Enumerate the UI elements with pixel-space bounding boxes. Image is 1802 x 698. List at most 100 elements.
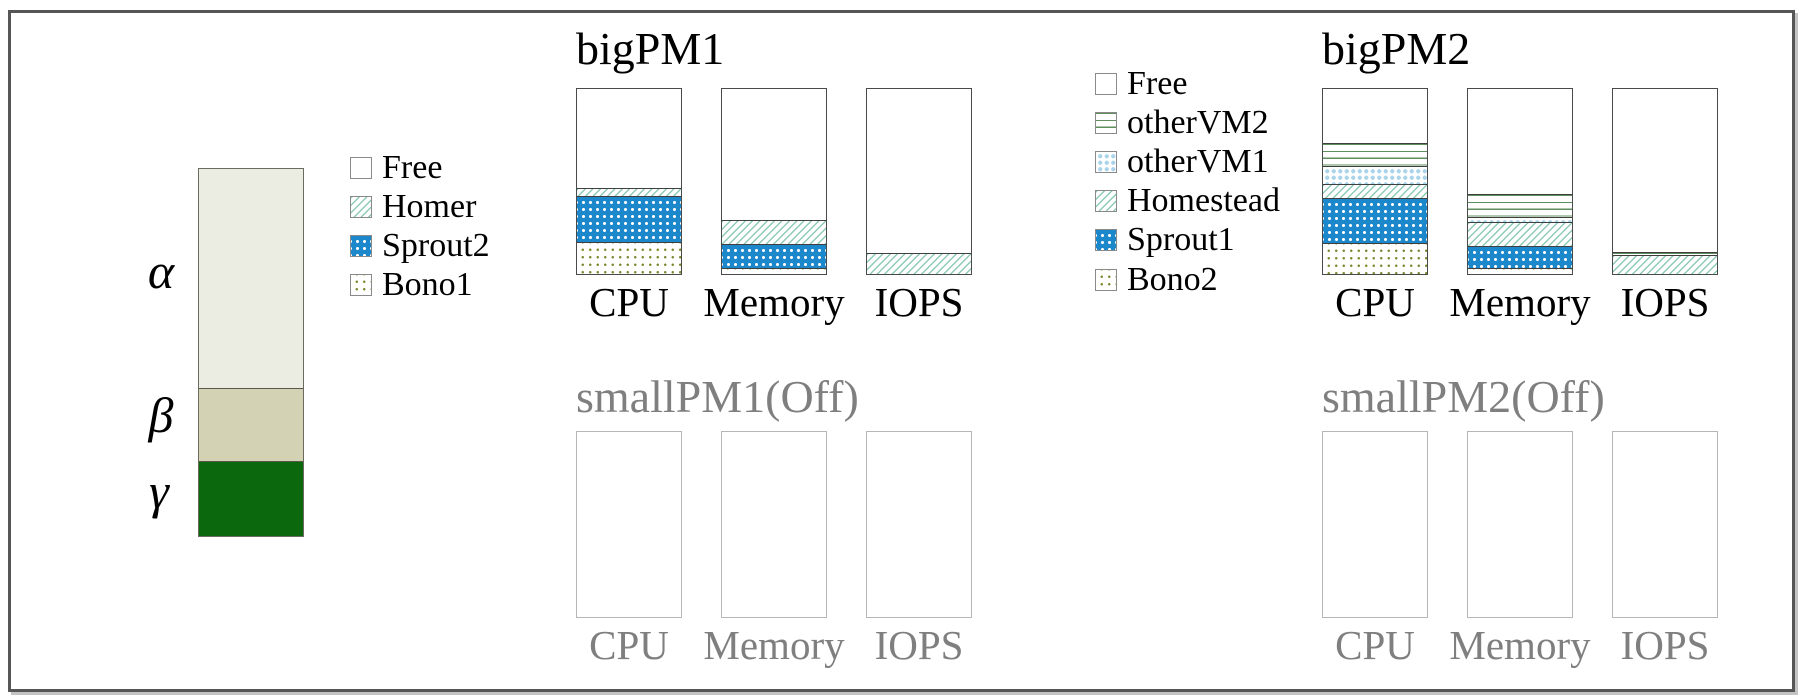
bigPM2-iops-column: IOPS bbox=[1612, 88, 1718, 324]
smallPM1-iops-column: IOPS bbox=[866, 431, 972, 667]
capacity-label-beta: β bbox=[148, 387, 174, 443]
legend-item-label: Homestead bbox=[1127, 182, 1280, 220]
bar-label-text: IOPS bbox=[1620, 279, 1710, 325]
blue-squares-swatch-icon bbox=[1095, 150, 1117, 173]
bar-segment-Sprout1 bbox=[1323, 198, 1427, 243]
bigPM2-cpu-label: CPU bbox=[1322, 280, 1428, 324]
bar-segment-Free bbox=[867, 89, 971, 253]
bar-segment-Free bbox=[577, 89, 681, 188]
capacity-label-gamma: γ bbox=[149, 463, 169, 519]
hlines-swatch-icon bbox=[1095, 111, 1117, 134]
free-swatch-icon bbox=[1095, 72, 1117, 95]
bar-segment-Free bbox=[722, 432, 826, 617]
bigPM1-iops-column: IOPS bbox=[866, 88, 972, 324]
legend-item-label: Bono2 bbox=[1127, 260, 1218, 298]
bar-segment-Bono2 bbox=[1323, 242, 1427, 274]
bar-segment-Free bbox=[577, 432, 681, 617]
smallPM2-cpu-label: CPU bbox=[1322, 622, 1428, 668]
figure-border bbox=[8, 10, 1795, 692]
bigPM2-cpu-column: CPU bbox=[1322, 88, 1428, 324]
bar-label-text: Memory bbox=[1449, 622, 1591, 668]
bar-segment-Free bbox=[1323, 432, 1427, 617]
legend-item-Sprout1: Sprout1 bbox=[1095, 221, 1280, 260]
bigPM1-memory-bar bbox=[721, 88, 827, 275]
bar-segment-Homestead bbox=[1323, 184, 1427, 199]
smallPM2-iops-column: IOPS bbox=[1612, 431, 1718, 667]
bigPM2-iops-label: IOPS bbox=[1612, 279, 1718, 325]
smallPM1-cpu-label: CPU bbox=[576, 622, 682, 668]
smallPM2-iops-bar bbox=[1612, 431, 1718, 618]
bar-segment-Free bbox=[1468, 89, 1572, 195]
bar-segment-Bono2 bbox=[1468, 268, 1572, 274]
bar-segment-Homer bbox=[867, 252, 971, 274]
bar-segment-Sprout2 bbox=[577, 196, 681, 242]
bigpm2-title: bigPM2 bbox=[1322, 23, 1471, 74]
blue-dots-swatch-icon bbox=[1095, 229, 1117, 252]
smallPM1-cpu-column: CPU bbox=[576, 431, 682, 667]
bar-segment-Sprout2 bbox=[722, 244, 826, 269]
bigPM1-cpu-bar bbox=[576, 88, 682, 275]
legend-item-label: Homer bbox=[382, 187, 477, 225]
bigpm1-title: bigPM1 bbox=[576, 23, 725, 74]
bar-label-text: CPU bbox=[1335, 622, 1415, 668]
bar-segment-Bono1 bbox=[722, 268, 826, 274]
legend-item-Homestead: Homestead bbox=[1095, 182, 1280, 221]
smallPM1-iops-bar bbox=[866, 431, 972, 618]
capacity-label-alpha: α bbox=[147, 243, 175, 299]
bar-segment-Free bbox=[1613, 89, 1717, 252]
legend-item-label: otherVM2 bbox=[1127, 103, 1269, 141]
capacity-bar bbox=[198, 168, 304, 537]
bar-segment-Free bbox=[1323, 89, 1427, 143]
smallpm2-bars: CPU Memory IOPS bbox=[1322, 431, 1718, 667]
bar-segment-Homestead bbox=[1468, 222, 1572, 247]
bigPM2-memory-column: Memory bbox=[1449, 88, 1591, 324]
bigPM1-iops-bar bbox=[866, 88, 972, 275]
bar-segment-otherVM2 bbox=[1323, 142, 1427, 166]
bar-segment-otherVM1 bbox=[1323, 165, 1427, 185]
olive-dots-swatch-icon bbox=[350, 274, 372, 297]
bar-segment-otherVM2 bbox=[1613, 251, 1717, 256]
bar-segment-Homer bbox=[577, 187, 681, 197]
smallPM1-cpu-bar bbox=[576, 431, 682, 618]
bar-segment-Homer bbox=[722, 220, 826, 245]
legend-item-Bono1: Bono1 bbox=[350, 266, 490, 305]
bigpm2-bars: CPU Memory IOPS bbox=[1322, 88, 1718, 324]
legend-item-label: Free bbox=[382, 148, 443, 186]
bigPM2-iops-bar bbox=[1612, 88, 1718, 275]
smallPM2-cpu-column: CPU bbox=[1322, 431, 1428, 667]
smallpm2-title: smallPM2(Off) bbox=[1322, 371, 1605, 422]
smallPM1-memory-label: Memory bbox=[703, 623, 844, 667]
bar-label-text: IOPS bbox=[1620, 622, 1710, 668]
bar-label-text: IOPS bbox=[874, 622, 964, 668]
bar-segment-Homestead bbox=[1613, 255, 1717, 274]
bar-segment-Free bbox=[722, 89, 826, 221]
legend-item-Homer: Homer bbox=[350, 187, 490, 226]
smallpm1-title: smallPM1(Off) bbox=[576, 371, 859, 422]
hatch-swatch-icon bbox=[1095, 190, 1117, 213]
bigPM2-memory-label: Memory bbox=[1449, 280, 1590, 324]
capacity-segment-α bbox=[199, 169, 303, 388]
legend-item-label: Free bbox=[1127, 64, 1188, 102]
smallPM2-memory-label: Memory bbox=[1449, 623, 1590, 667]
bigPM1-cpu-column: CPU bbox=[576, 88, 682, 324]
legend-item-label: Sprout2 bbox=[382, 226, 490, 264]
smallPM1-memory-column: Memory bbox=[703, 431, 845, 667]
bar-label-text: CPU bbox=[589, 622, 669, 668]
smallPM1-memory-bar bbox=[721, 431, 827, 618]
bar-label-text: Memory bbox=[1449, 279, 1591, 325]
bar-segment-Free bbox=[1468, 432, 1572, 617]
legend-item-Bono2: Bono2 bbox=[1095, 260, 1280, 299]
legend-item-Free: Free bbox=[1095, 64, 1280, 103]
legend-item-label: otherVM1 bbox=[1127, 142, 1269, 180]
bigPM2-memory-bar bbox=[1467, 88, 1573, 275]
legend-item-Sprout2: Sprout2 bbox=[350, 226, 490, 265]
legend-item-Free: Free bbox=[350, 148, 490, 187]
smallpm1-bars: CPU Memory IOPS bbox=[576, 431, 972, 667]
smallPM1-iops-label: IOPS bbox=[866, 622, 972, 668]
hatch-swatch-icon bbox=[350, 195, 372, 218]
bar-segment-otherVM2 bbox=[1468, 194, 1572, 217]
bar-segment-Sprout1 bbox=[1468, 246, 1572, 269]
